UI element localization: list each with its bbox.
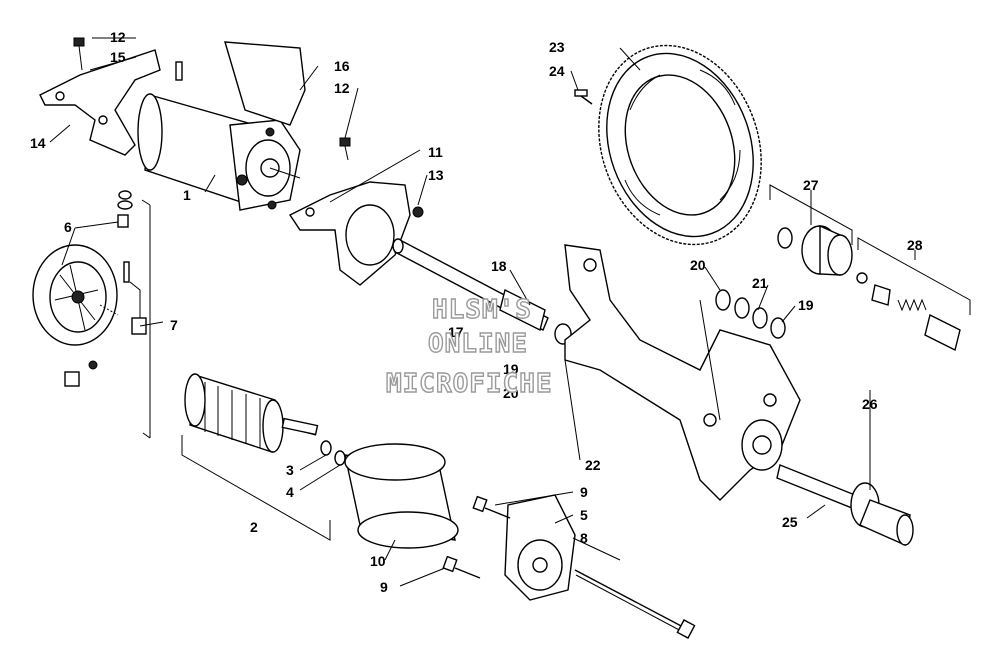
callout-25: 25 xyxy=(782,514,798,530)
leader-lines xyxy=(49,37,916,587)
ring-gear-part xyxy=(598,44,762,246)
callout-26: 26 xyxy=(862,396,878,412)
washer-part xyxy=(334,450,346,466)
callout-18: 18 xyxy=(491,258,507,274)
callout-8: 8 xyxy=(580,530,588,546)
housing-part xyxy=(344,443,459,549)
callout-12: 12 xyxy=(334,80,350,96)
callout-24: 24 xyxy=(549,63,565,79)
pinion-gear-part xyxy=(801,224,853,276)
drive-shaft-part xyxy=(392,238,549,332)
end-cover-part xyxy=(504,494,576,601)
watermark: HLSM'S ONLINE MICROFICHE xyxy=(385,294,553,399)
collar-part xyxy=(871,284,891,306)
bolt-part xyxy=(574,89,593,105)
washer-part xyxy=(320,440,332,456)
callout-6: 6 xyxy=(64,219,72,235)
callout-16: 16 xyxy=(334,58,350,74)
watermark-line-3: MICROFICHE xyxy=(386,369,553,399)
callout-2: 2 xyxy=(250,519,258,535)
callout-3: 3 xyxy=(286,462,294,478)
mounting-bracket-part xyxy=(39,49,161,156)
screw-part xyxy=(442,555,481,579)
watermark-line-1: HLSM'S xyxy=(432,295,532,325)
callout-12: 12 xyxy=(110,29,126,45)
callout-17: 17 xyxy=(448,324,464,340)
callout-labels: 12 15 14 1 16 12 11 13 6 7 23 24 18 17 1… xyxy=(30,29,923,595)
callout-4: 4 xyxy=(286,484,294,500)
o-ring-part xyxy=(770,317,786,339)
callout-5: 5 xyxy=(580,507,588,523)
callout-15: 15 xyxy=(110,49,126,65)
callout-21: 21 xyxy=(752,275,768,291)
callout-27: 27 xyxy=(803,177,819,193)
bolt-part xyxy=(73,37,85,71)
callout-22: 22 xyxy=(585,457,601,473)
watermark-line-2: ONLINE xyxy=(428,329,528,359)
callout-11: 11 xyxy=(428,144,443,160)
callout-1: 1 xyxy=(183,187,191,203)
callout-19: 19 xyxy=(798,297,814,313)
spacer-part xyxy=(924,313,961,352)
washer-part xyxy=(734,297,750,319)
callout-20: 20 xyxy=(690,257,706,273)
screw-part xyxy=(472,495,511,519)
snap-ring-part xyxy=(856,272,868,284)
armature-part xyxy=(184,373,319,453)
callout-20: 20 xyxy=(503,385,519,401)
callout-13: 13 xyxy=(428,167,444,183)
bolt-part xyxy=(339,137,351,161)
callout-19: 19 xyxy=(503,361,519,377)
spring-part xyxy=(897,298,927,312)
heat-shield-part xyxy=(224,41,306,126)
starter-drive-part xyxy=(776,464,914,547)
washer-part xyxy=(777,227,793,249)
brush-plate-part xyxy=(32,190,147,387)
snap-ring-part xyxy=(715,289,731,311)
callout-23: 23 xyxy=(549,39,565,55)
starter-motor-part xyxy=(137,61,301,211)
long-bolt-part xyxy=(574,569,696,639)
callout-9: 9 xyxy=(380,579,388,595)
washer-part xyxy=(752,307,768,329)
callout-9: 9 xyxy=(580,484,588,500)
callout-7: 7 xyxy=(170,317,178,333)
callout-14: 14 xyxy=(30,135,46,151)
starter-drive-housing-part xyxy=(564,244,801,501)
callout-28: 28 xyxy=(907,237,923,253)
callout-10: 10 xyxy=(370,553,386,569)
